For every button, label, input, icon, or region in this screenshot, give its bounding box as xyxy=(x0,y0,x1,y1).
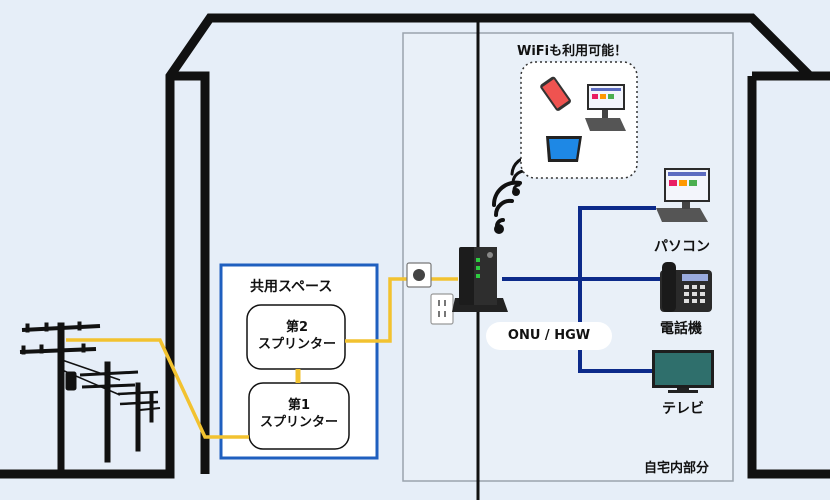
desktop-pc-icon xyxy=(656,168,710,222)
telephone-icon xyxy=(660,262,712,312)
house-left-roof-stub xyxy=(170,71,210,474)
splitter2-label: 第2 スプリンター xyxy=(249,319,345,353)
lan-to-tv xyxy=(578,279,655,373)
desktop-pc-icon xyxy=(585,84,626,131)
splitter2-line1: 第2 xyxy=(285,320,309,335)
phone-label: 電話機 xyxy=(660,321,702,337)
splitter1-label: 第1 スプリンター xyxy=(251,397,347,431)
tablet-icon xyxy=(546,136,582,162)
smartphone-icon xyxy=(540,76,571,111)
tv-icon xyxy=(652,350,714,393)
outlet-icon xyxy=(406,262,454,325)
splitter1-line1: 第1 xyxy=(287,398,311,413)
onu-hgw-label: ONU / HGW xyxy=(486,322,612,350)
home-area-label: 自宅内部分 xyxy=(644,461,710,476)
splitter1-line2: スプリンター xyxy=(259,415,338,430)
utility-pole-icon xyxy=(19,321,161,471)
house-right-wall xyxy=(747,76,830,479)
wifi-available-label: WiFiも利用可能！ xyxy=(517,44,628,59)
lan-to-pc xyxy=(502,206,656,281)
cable-pole-to-splitter1 xyxy=(66,338,249,439)
wifi-signal-icon xyxy=(491,180,522,234)
shared-space-label: 共用スペース xyxy=(250,279,333,295)
tv-label: テレビ xyxy=(662,401,704,417)
onu-router-icon xyxy=(452,247,508,312)
splitter2-line2: スプリンター xyxy=(257,337,336,352)
cable-splitter2-to-outlet xyxy=(345,277,408,343)
pc-label: パソコン xyxy=(654,239,710,255)
